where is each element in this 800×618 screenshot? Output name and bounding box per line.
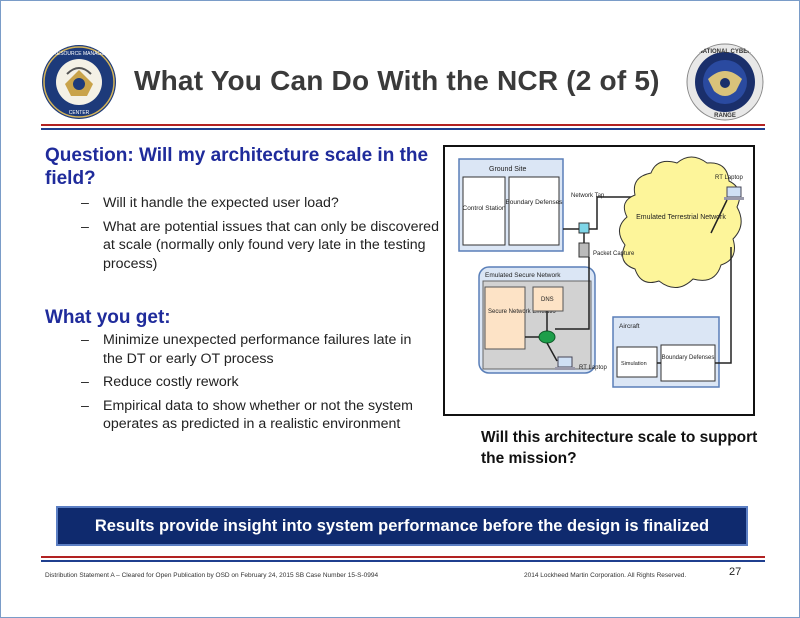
svg-text:Boundary Defenses: Boundary Defenses — [662, 355, 715, 361]
dns-label: DNS — [541, 297, 554, 303]
ncr-seal-logo: NATIONAL CYBER RANGE — [686, 43, 764, 121]
question-heading: Question: Will my architecture scale in … — [45, 145, 429, 189]
rt-laptop-bottom-label: RT Laptop — [579, 365, 607, 371]
aircraft-boundary-defenses-label: Boundary Defenses — [662, 355, 715, 361]
conclusion-banner: Results provide insight into system perf… — [56, 506, 748, 546]
what-you-get-heading: What you get: — [45, 307, 171, 328]
bullet-item: What are potential issues that can only … — [81, 218, 441, 274]
svg-text:Emulated Terrestrial Network: Emulated Terrestrial Network — [636, 214, 726, 221]
boundary-defenses-label: Boundary Defenses — [505, 199, 563, 206]
laptop-icon — [555, 356, 575, 370]
svg-text:RANGE: RANGE — [714, 113, 736, 119]
simulation-label: Simulation — [621, 361, 647, 367]
packet-capture-label: Packet Capture — [593, 251, 635, 257]
svg-text:Packet Capture: Packet Capture — [593, 251, 635, 257]
router-icon — [538, 330, 556, 344]
bullet-item: Empirical data to show whether or not th… — [81, 397, 426, 434]
title-rule-red — [41, 124, 765, 126]
secure-network-label: Emulated Secure Network — [485, 272, 561, 279]
svg-text:Secure Network Emulatio: Secure Network Emulatio — [488, 309, 556, 315]
svg-text:RT Laptop: RT Laptop — [579, 365, 607, 371]
terrestrial-network-cloud — [619, 156, 742, 288]
bullet-item: Reduce costly rework — [81, 373, 426, 392]
network-tap-icon — [578, 222, 590, 234]
benefits-bullet-list: Minimize unexpected performance failures… — [81, 331, 426, 439]
trmc-seal-logo: TEST RESOURCE MANAGEMENT CENTER — [41, 45, 117, 119]
control-station-label: Control Station — [463, 205, 506, 212]
laptop-icon — [724, 186, 744, 200]
bullet-item: Will it handle the expected user load? — [81, 194, 441, 213]
secure-network-emulatio-label: Secure Network Emulatio — [488, 309, 556, 315]
question-bullet-list: Will it handle the expected user load? W… — [81, 194, 441, 278]
footer-rule-red — [41, 556, 765, 558]
page-number: 27 — [729, 566, 742, 578]
rt-laptop-top-label: RT Laptop — [715, 175, 743, 181]
terrestrial-network-label: Emulated Terrestrial Network — [636, 214, 726, 221]
svg-text:NATIONAL CYBER: NATIONAL CYBER — [698, 49, 752, 55]
diagram-caption: Will this architecture scale to support … — [481, 429, 758, 467]
bullet-item: Minimize unexpected performance failures… — [81, 331, 426, 368]
svg-text:Boundary Defenses: Boundary Defenses — [505, 199, 563, 206]
footer-rule-blue — [41, 560, 765, 562]
packet-capture-icon — [578, 242, 590, 258]
title-rule-blue — [41, 128, 765, 130]
slide-title: What You Can Do With the NCR (2 of 5) — [134, 65, 660, 96]
ground-site-label: Ground Site — [489, 166, 526, 173]
svg-text:TEST RESOURCE MANAGEMENT: TEST RESOURCE MANAGEMENT — [41, 51, 117, 57]
copyright-notice: 2014 Lockheed Martin Corporation. All Ri… — [524, 572, 687, 579]
svg-text:CENTER: CENTER — [69, 110, 90, 116]
svg-text:Control Station: Control Station — [463, 205, 506, 212]
architecture-diagram: Ground Site Control Station Boundary Def… — [443, 145, 755, 416]
aircraft-label: Aircraft — [619, 323, 640, 330]
network-tap-label: Network Tap — [571, 193, 605, 199]
distribution-statement: Distribution Statement A – Cleared for O… — [45, 572, 379, 579]
